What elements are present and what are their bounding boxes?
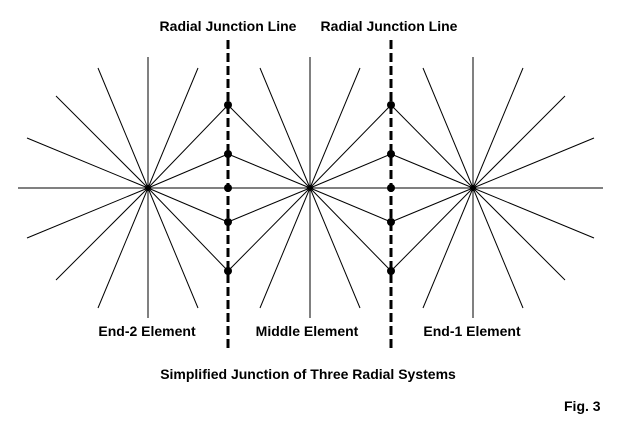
radial-center-dot — [470, 185, 476, 191]
junction-node-dot — [224, 218, 232, 226]
middle-element-label: Middle Element — [255, 323, 359, 339]
radial-ray-line — [472, 67, 524, 189]
radial-ray-line — [147, 104, 229, 189]
junction-node-dot — [224, 184, 232, 192]
radial-ray-line — [309, 187, 392, 272]
junction-node-dot — [224, 150, 232, 158]
radial-ray-line — [259, 187, 311, 309]
radial-ray-line — [472, 95, 566, 189]
radial-ray-line — [147, 153, 229, 189]
radial-ray-line — [422, 67, 474, 189]
radial-ray-line — [147, 187, 229, 223]
radial-junction-line-label-right: Radial Junction Line — [320, 18, 458, 34]
radial-ray-line — [55, 187, 149, 281]
figure-caption: Simplified Junction of Three Radial Syst… — [160, 366, 456, 382]
radial-center-dot — [307, 185, 313, 191]
radial-ray-line — [227, 104, 311, 189]
radial-ray-line — [472, 137, 595, 189]
radial-ray-line — [472, 187, 566, 281]
radial-ray-line — [259, 67, 311, 189]
radial-ray-line — [390, 153, 474, 189]
end-2-element-label: End-2 Element — [98, 323, 196, 339]
radial-ray-line — [390, 187, 474, 272]
figure-number-label: Fig. 3 — [564, 398, 601, 414]
radial-ray-line — [55, 95, 149, 189]
junction-node-dot — [387, 218, 395, 226]
radial-ray-line — [97, 67, 149, 189]
radial-ray-line — [147, 187, 229, 272]
radial-ray-line — [97, 187, 149, 309]
junction-node-dot — [387, 267, 395, 275]
junction-node-dot — [387, 184, 395, 192]
radial-ray-line — [309, 153, 392, 189]
junction-node-dot — [387, 101, 395, 109]
radial-ray-line — [422, 187, 474, 309]
radial-ray-line — [309, 187, 392, 223]
radial-ray-line — [227, 153, 311, 189]
radial-ray-line — [309, 104, 392, 189]
end-1-element-label: End-1 Element — [423, 323, 521, 339]
radial-ray-line — [147, 67, 199, 189]
radial-ray-line — [472, 187, 595, 239]
radial-ray-line — [390, 104, 474, 189]
radial-ray-line — [147, 187, 199, 309]
radial-ray-line — [227, 187, 311, 223]
radial-center-dot — [145, 185, 151, 191]
junction-node-dot — [224, 267, 232, 275]
radial-ray-line — [309, 67, 361, 189]
junction-node-dot — [224, 101, 232, 109]
radial-ray-line — [390, 187, 474, 223]
junction-node-dot — [387, 150, 395, 158]
radial-ray-line — [26, 137, 149, 189]
radial-ray-line — [309, 187, 361, 309]
radial-ray-line — [227, 187, 311, 272]
radial-ray-line — [472, 187, 524, 309]
radial-ray-line — [26, 187, 149, 239]
radial-junction-line-label-left: Radial Junction Line — [159, 18, 297, 34]
